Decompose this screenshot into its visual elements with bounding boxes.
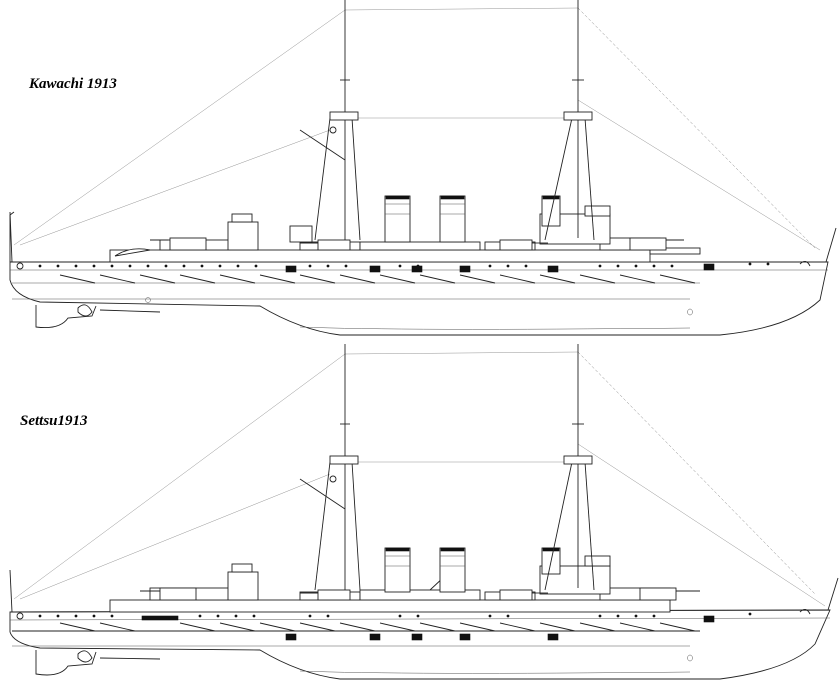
funnels (384, 547, 561, 593)
superstructure (109, 205, 701, 263)
turrets (150, 237, 684, 251)
ship-profile-settsu (9, 344, 839, 680)
masts (299, 344, 595, 591)
portholes (16, 262, 770, 273)
rigging (13, 351, 826, 607)
armour-belt-marks (59, 622, 696, 632)
ship-label-kawachi: Kawachi 1913 (29, 76, 117, 92)
turrets (140, 587, 700, 601)
masts (299, 0, 595, 241)
ship-profile-kawachi (9, 0, 837, 336)
ship-label-settsu: Settsu1913 (20, 413, 88, 429)
jackstaffs (9, 211, 837, 267)
jackstaffs (9, 569, 839, 615)
portholes (16, 612, 752, 641)
armour-belt-marks (59, 274, 696, 284)
hull (9, 211, 829, 336)
rigging (13, 7, 821, 251)
funnels (384, 195, 561, 243)
